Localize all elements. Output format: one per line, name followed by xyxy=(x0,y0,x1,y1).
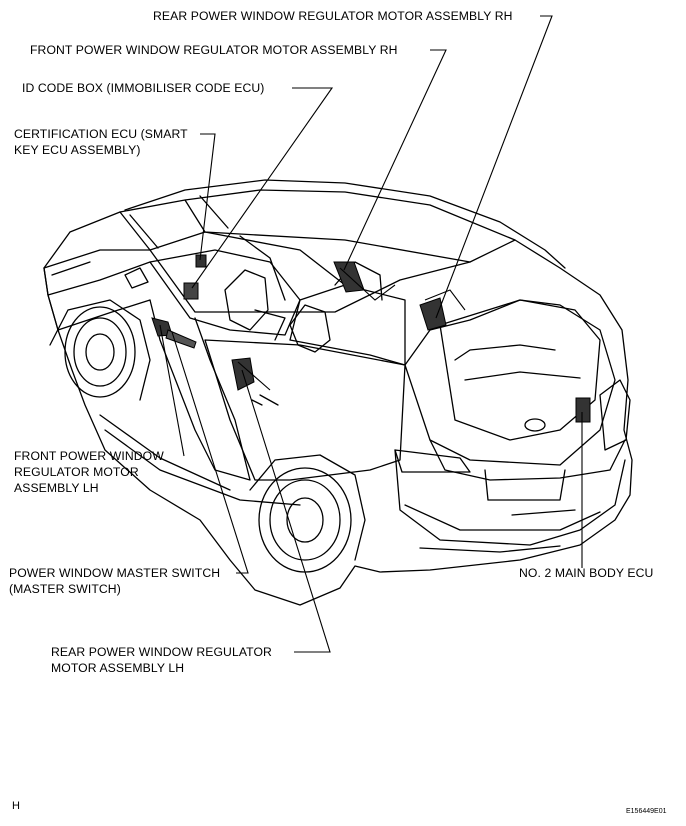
label-rear-power-window-motor-lh-line2: MOTOR ASSEMBLY LH xyxy=(51,661,185,675)
hood xyxy=(43,249,151,269)
leader-id-code-box xyxy=(191,87,334,289)
rear-lamp-right xyxy=(599,379,631,451)
footer-left-code: H xyxy=(12,800,20,812)
roof-outline xyxy=(124,179,566,269)
label-rear-power-window-motor-lh-line1: REAR POWER WINDOW REGULATOR xyxy=(51,645,272,659)
id-code-box-part xyxy=(183,282,199,300)
side-window-front xyxy=(149,249,301,336)
rear-glass xyxy=(439,299,601,441)
rear-rh-motor-part xyxy=(419,297,447,331)
tailgate xyxy=(429,439,626,481)
label-id-code-box: ID CODE BOX (IMMOBILISER CODE ECU) xyxy=(22,81,265,95)
label-certification-ecu-line1: CERTIFICATION ECU (SMART xyxy=(14,127,188,141)
label-rear-power-window-motor-rh: REAR POWER WINDOW REGULATOR MOTOR ASSEMB… xyxy=(153,9,513,23)
master-switch-part xyxy=(165,329,197,349)
label-master-switch-line2: (MASTER SWITCH) xyxy=(9,582,121,596)
label-front-power-window-motor-lh-line3: ASSEMBLY LH xyxy=(14,481,99,495)
label-front-power-window-motor-lh-line1: FRONT POWER WINDOW xyxy=(14,449,164,463)
leader-rear-rh xyxy=(435,15,553,319)
rear-emblem xyxy=(524,418,546,432)
label-front-power-window-motor-lh-line2: REGULATOR MOTOR xyxy=(14,465,139,479)
side-mirror xyxy=(124,267,149,289)
label-no2-main-body-ecu: NO. 2 MAIN BODY ECU xyxy=(519,566,654,580)
certification-ecu-part xyxy=(195,254,207,268)
side-window-rear xyxy=(289,284,406,366)
vehicle-body-outline xyxy=(43,189,633,606)
no2-main-body-ecu-part xyxy=(575,397,591,423)
rear-wheel xyxy=(258,467,352,573)
label-front-power-window-motor-rh: FRONT POWER WINDOW REGULATOR MOTOR ASSEM… xyxy=(30,43,398,57)
leader-rear-lh xyxy=(241,369,331,653)
rear-lamp-left xyxy=(394,449,471,473)
leader-master-switch xyxy=(171,331,249,574)
label-certification-ecu-line2: KEY ECU ASSEMBLY) xyxy=(14,143,141,157)
figure-id: E156449E01 xyxy=(626,808,667,815)
leader-certification-ecu xyxy=(199,133,216,261)
leader-front-rh xyxy=(343,49,447,271)
leader-front-lh xyxy=(159,324,185,457)
label-master-switch-line1: POWER WINDOW MASTER SWITCH xyxy=(9,566,221,580)
front-wheel xyxy=(64,306,136,398)
